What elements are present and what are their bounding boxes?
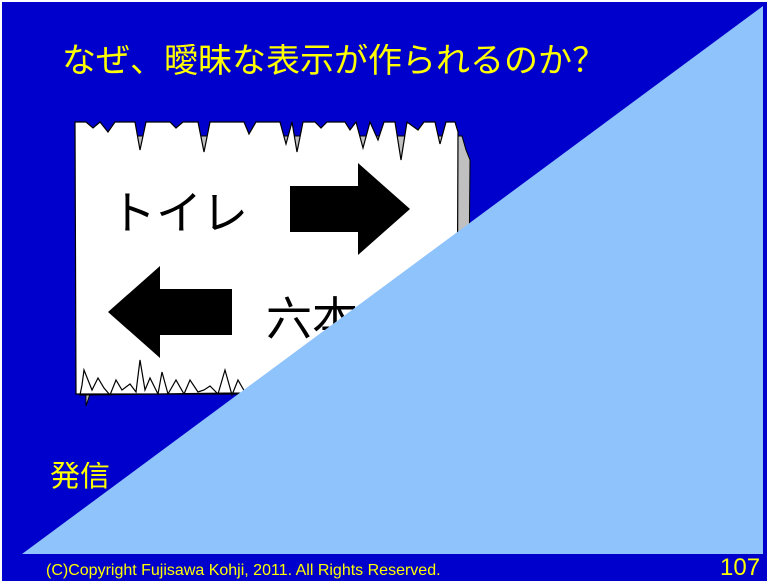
slide-body-text: 発信	[50, 459, 110, 494]
right-arrow-icon	[290, 163, 410, 255]
transition-overlay	[22, 6, 763, 554]
left-arrow-icon	[108, 266, 232, 358]
slide-title: なぜ、曖昧な表示が作られるのか？	[62, 41, 606, 81]
sign-label-toilet: トイレ	[110, 186, 248, 240]
page-number: 107	[720, 554, 761, 581]
copyright-footer: (C)Copyright Fujisawa Kohji, 2011. All R…	[46, 562, 441, 579]
